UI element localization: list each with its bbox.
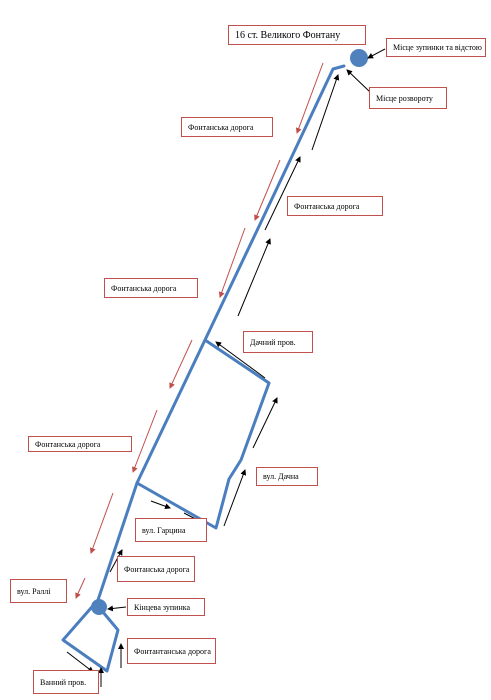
street-label-fontanska-4: Фонтанська дорога (28, 436, 132, 452)
street-label-vul-dachna: вул. Дачна (256, 467, 318, 486)
inbound-arrows (66, 74, 340, 687)
inbound-arrow-3 (237, 238, 271, 317)
stop-and-layover-marker (350, 49, 368, 67)
final-stop-marker (91, 599, 107, 615)
street-label-fontanska-1: Фонтанська дорога (181, 117, 273, 137)
inbound-arrow-10 (66, 651, 94, 673)
outbound-arrow-6 (89, 492, 114, 554)
outbound-arrow-3 (218, 227, 246, 298)
inbound-arrow-7 (150, 500, 171, 510)
leader-final-stop (107, 605, 127, 612)
street-label-fontanska-3: Фонтанська дорога (104, 278, 198, 298)
legend-turnaround: Місце розвороту (369, 87, 447, 109)
route-line (61, 64, 346, 673)
inbound-arrow-4 (215, 341, 266, 379)
inbound-arrow-1 (311, 74, 340, 151)
street-label-dachnyi-prov: Дачний пров. (243, 331, 313, 353)
street-label-fontanska-5: Фонтанська дорога (117, 556, 195, 582)
route-dachnyi-loop (135, 338, 271, 530)
outbound-arrow-4 (169, 339, 193, 389)
street-label-fontanska-2: Фонтанська дорога (287, 196, 383, 216)
route-main-line (61, 64, 346, 673)
legend-final-stop: Кінцева зупинка (127, 598, 205, 616)
leader-stop (367, 48, 386, 59)
outbound-arrows (75, 62, 324, 599)
street-label-vannyi-prov: Ванний пров. (33, 670, 99, 694)
outbound-arrow-5 (132, 409, 158, 473)
street-label-vul-gartsyna: вул. Гарцина (135, 518, 207, 542)
legend-stop-and-layover: Місце зупинки та відстою (386, 38, 486, 57)
street-label-fontantanska: Фонтантанська дорога (127, 638, 216, 664)
inbound-arrow-9 (109, 549, 123, 573)
outbound-arrow-2 (254, 159, 281, 221)
leader-turnaround (346, 69, 371, 93)
outbound-arrow-1 (295, 62, 324, 134)
inbound-arrow-5 (252, 397, 278, 449)
street-label-vul-ralli: вул. Раллі (10, 579, 67, 603)
inbound-arrow-6 (223, 469, 247, 527)
map-title: 16 ст. Великого Фонтану (228, 25, 366, 45)
inbound-arrow-2 (264, 156, 301, 231)
outbound-arrow-7 (75, 577, 86, 599)
